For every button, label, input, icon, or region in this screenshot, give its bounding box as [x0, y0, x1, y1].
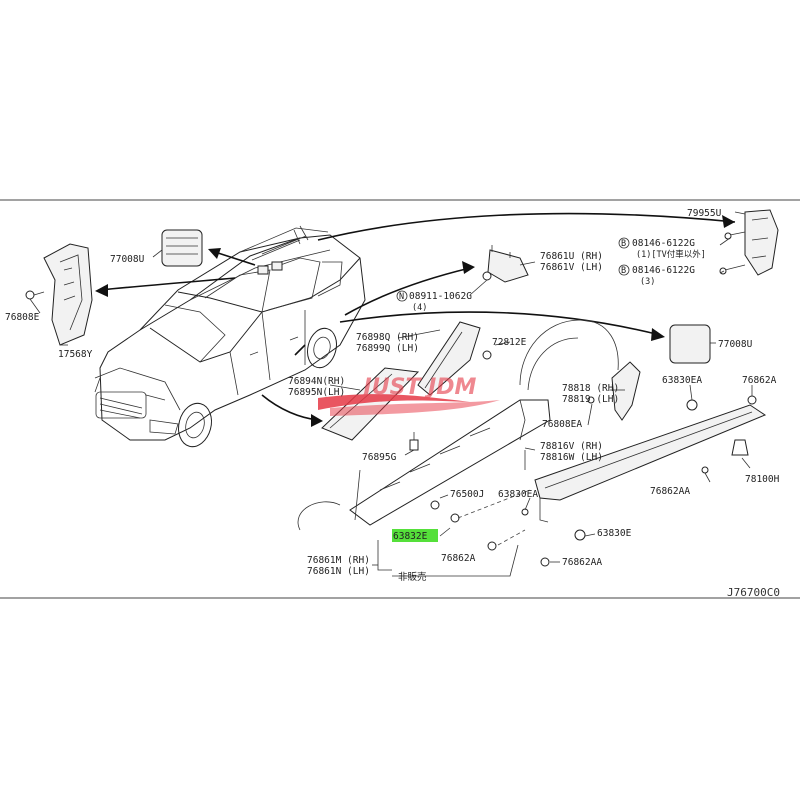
vent-77008U-top-part	[161, 229, 203, 267]
label-76808E: 76808E	[5, 312, 40, 323]
label-08911-note: (4)	[412, 303, 427, 313]
label-76862AA-bottom: 76862AA	[562, 557, 602, 568]
kick-plate-rear-part	[417, 321, 492, 396]
label-63830E: 63830E	[597, 528, 632, 539]
highlight-63832E	[392, 529, 438, 542]
label-08911: 08911-1062G	[409, 291, 472, 302]
label-08146-b: 08146-6122G	[632, 265, 695, 276]
label-76862AA-right: 76862AA	[650, 486, 690, 497]
bracket-76861-part	[482, 245, 529, 283]
label-63830EA-top: 63830EA	[662, 375, 702, 386]
pillar-panel-part	[43, 243, 93, 346]
side-sill-cover-part	[534, 404, 767, 523]
circle-B-1	[618, 237, 630, 249]
label-76861V: 76861V (LH)	[540, 262, 603, 273]
label-78819: 78819 (LH)	[562, 394, 619, 405]
label-77008U-top: 77008U	[110, 254, 145, 265]
label-76895N: 76895N(LH)	[288, 387, 345, 398]
bracket-79955U-part	[719, 209, 779, 276]
watermark-logo: JUST JDM	[318, 375, 500, 416]
circle-B-2-letter: B	[621, 266, 626, 276]
label-76500J: 76500J	[450, 489, 484, 500]
label-76862A-bottom: 76862A	[441, 553, 476, 564]
label-08146-a-note: (1)[TV付車以外]	[636, 249, 706, 260]
label-63830EA-mid: 63830EA	[498, 489, 538, 500]
label-08146-a: 08146-6122G	[632, 238, 695, 249]
label-17568Y: 17568Y	[58, 349, 93, 360]
vent-77008U-right-part	[669, 324, 711, 364]
circle-N	[396, 290, 408, 302]
label-76895G: 76895G	[362, 452, 397, 463]
circle-B-2	[618, 264, 630, 276]
station-wagon-car	[94, 225, 366, 448]
label-76898Q: 76898Q (RH)	[356, 332, 419, 343]
label-76861N: 76861N (LH)	[307, 566, 370, 577]
label-78816V: 78816V (RH)	[540, 441, 603, 452]
fasteners	[430, 395, 757, 567]
label-77008U-right: 77008U	[718, 339, 753, 350]
callout-arrows	[95, 212, 736, 427]
label-76899Q: 76899Q (LH)	[356, 343, 419, 354]
label-78816W: 78816W (LH)	[540, 452, 603, 463]
label-76808EA: 76808EA	[542, 419, 582, 430]
watermark-text: JUST JDM	[360, 375, 477, 400]
label-72812E: 72812E	[492, 337, 527, 348]
circle-N-letter: N	[399, 292, 404, 302]
side-sill-panel-part	[297, 319, 619, 531]
part-labels: 79955U B 08146-6122G (1)[TV付車以外] B 08146…	[5, 208, 780, 599]
mud-guard-part	[611, 361, 641, 421]
label-76861M: 76861M (RH)	[307, 555, 370, 566]
label-63832E: 63832E	[393, 531, 428, 542]
label-78818: 78818 (RH)	[562, 383, 619, 394]
label-76894N: 76894N(RH)	[288, 376, 345, 387]
label-not-sold: 非販売	[398, 571, 427, 583]
circle-B-1-letter: B	[621, 239, 626, 249]
label-78100H: 78100H	[745, 474, 780, 485]
label-76862A-top: 76862A	[742, 375, 777, 386]
label-76861U: 76861U (RH)	[540, 251, 603, 262]
leader-lines	[29, 211, 753, 577]
diagram-reference-code: J76700C0	[727, 586, 780, 599]
label-79955U: 79955U	[687, 208, 722, 219]
clip-76808E-part	[25, 290, 45, 300]
label-08146-b-note: (3)	[640, 277, 655, 287]
